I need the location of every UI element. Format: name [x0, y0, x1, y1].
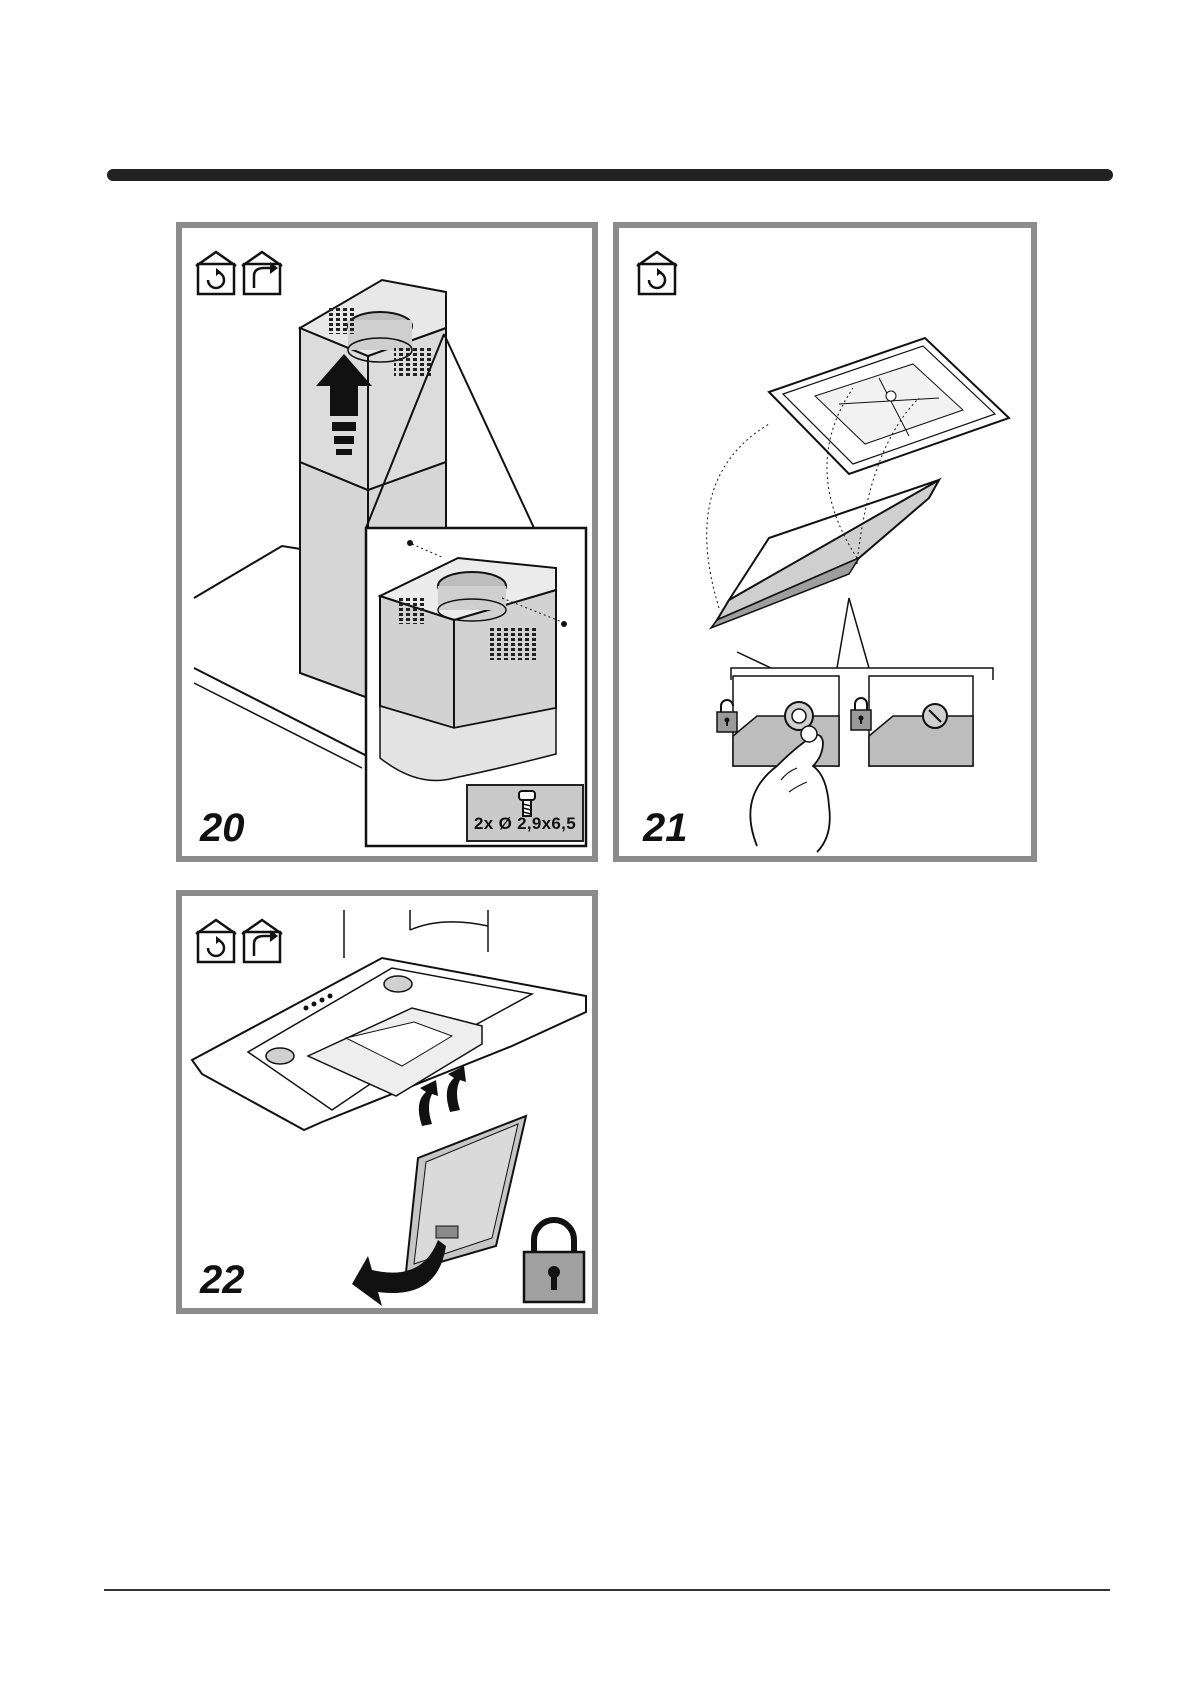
figure-21-illustration	[619, 228, 1031, 856]
recirculation-mode-icon	[196, 252, 236, 294]
footer-rule	[104, 1589, 1110, 1591]
figure-22-panel: 22	[176, 890, 598, 1314]
figure-21-panel: 21	[613, 222, 1037, 862]
recirculation-mode-icon	[637, 252, 677, 294]
figure-22-number: 22	[200, 1258, 245, 1303]
extraction-mode-icon	[242, 252, 282, 294]
screw-callout: 2x Ø 2,9x6,5	[466, 784, 584, 842]
recirculation-mode-icon	[196, 920, 236, 962]
figure-21-number: 21	[643, 806, 688, 851]
header-rule	[107, 169, 1113, 181]
screw-spec-label: 2x Ø 2,9x6,5	[468, 814, 582, 834]
figure-20-number: 20	[200, 806, 245, 851]
figure-20-panel: 20 2x Ø 2,9x6,5	[176, 222, 598, 862]
figure-22-illustration	[182, 896, 592, 1308]
figure-20-illustration	[182, 228, 592, 856]
locked-padlock-icon	[524, 1220, 584, 1302]
locked-padlock-icon	[851, 698, 871, 730]
extraction-mode-icon	[242, 920, 282, 962]
